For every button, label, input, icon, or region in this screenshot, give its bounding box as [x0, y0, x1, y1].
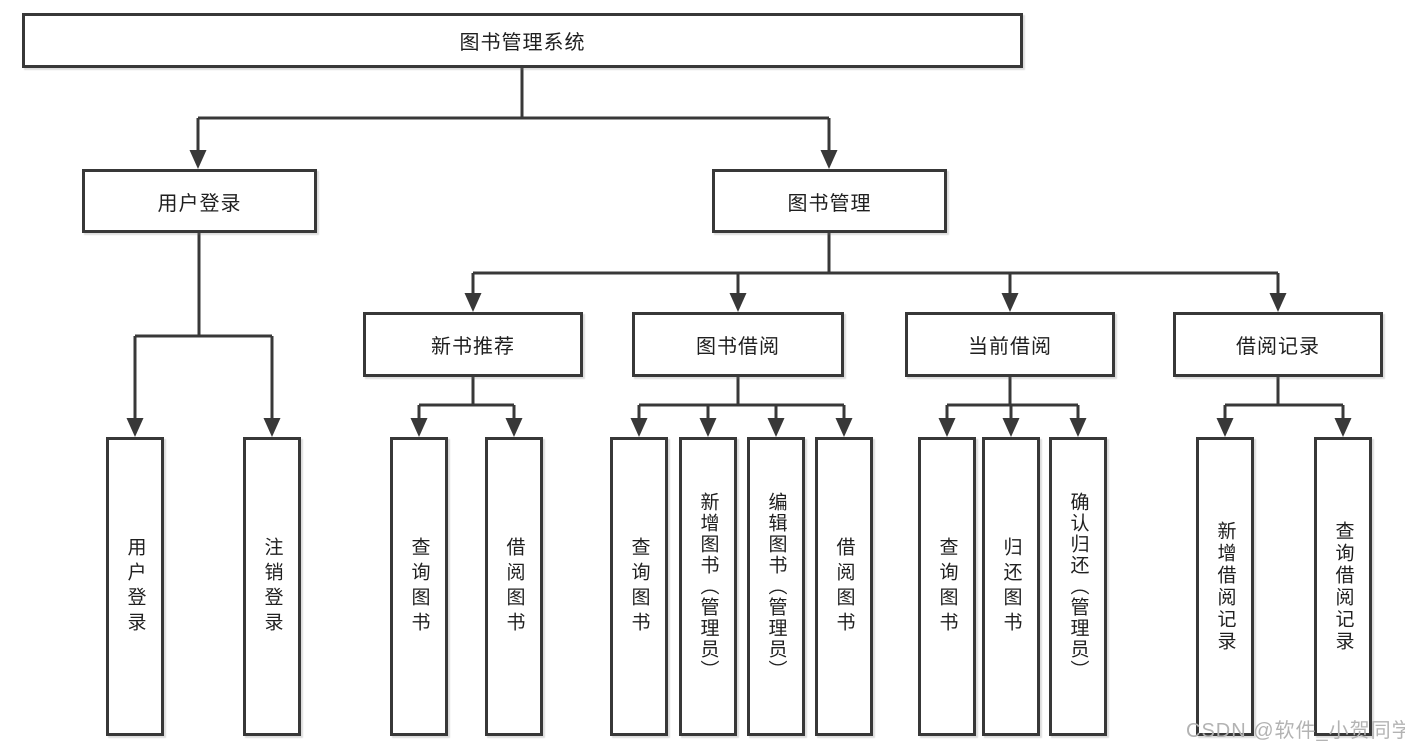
node-borrow-records: 借阅记录: [1173, 312, 1383, 377]
node-new-book-recommend: 新书推荐: [363, 312, 583, 377]
arrowhead: [1334, 418, 1352, 437]
arrowhead: [1269, 293, 1287, 312]
arrowhead: [835, 418, 853, 437]
leaf-add-books-admin: 新增图书（管理员）: [679, 437, 737, 736]
leaf-borrow-books: 借阅图书: [815, 437, 873, 736]
leaf-logout: 注销登录: [243, 437, 301, 736]
arrowhead: [938, 418, 956, 437]
arrowhead: [505, 418, 523, 437]
arrowhead: [1069, 418, 1087, 437]
arrowhead: [630, 418, 648, 437]
arrowhead: [1001, 293, 1019, 312]
arrowhead: [189, 150, 207, 169]
leaf-query-books-current: 查询图书: [918, 437, 976, 736]
arrowhead: [410, 418, 428, 437]
arrowhead: [1216, 418, 1234, 437]
arrowhead: [699, 418, 717, 437]
node-book-management: 图书管理: [712, 169, 947, 233]
leaf-add-borrow-record: 新增借阅记录: [1196, 437, 1254, 736]
leaf-confirm-return-admin: 确认归还（管理员）: [1049, 437, 1107, 736]
leaf-query-borrow-record: 查询借阅记录: [1314, 437, 1372, 736]
leaf-return-books: 归还图书: [982, 437, 1040, 736]
csdn-watermark: CSDN @软件_小贺同学: [1186, 720, 1405, 742]
node-current-borrow: 当前借阅: [905, 312, 1115, 377]
arrowhead: [464, 293, 482, 312]
leaf-user-login: 用户登录: [106, 437, 164, 736]
arrowhead: [767, 418, 785, 437]
arrowhead: [263, 418, 281, 437]
leaf-borrow-books-recommend: 借阅图书: [485, 437, 543, 736]
node-library-management-system: 图书管理系统: [22, 13, 1023, 68]
leaf-query-books-recommend: 查询图书: [390, 437, 448, 736]
arrowhead: [820, 150, 838, 169]
arrowhead: [1002, 418, 1020, 437]
node-book-borrow: 图书借阅: [632, 312, 844, 377]
arrowhead: [126, 418, 144, 437]
node-user-login: 用户登录: [82, 169, 317, 233]
leaf-edit-books-admin: 编辑图书（管理员）: [747, 437, 805, 736]
leaf-query-books-borrow: 查询图书: [610, 437, 668, 736]
arrowhead: [729, 293, 747, 312]
